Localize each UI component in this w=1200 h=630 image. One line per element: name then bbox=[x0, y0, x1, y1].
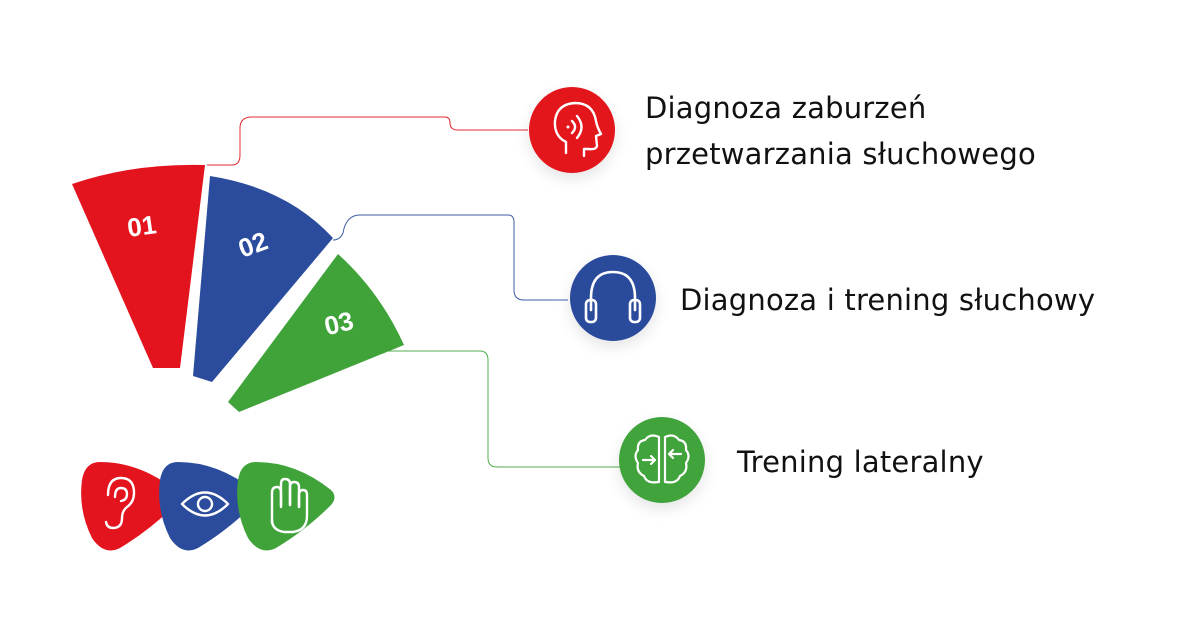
pick-green bbox=[237, 462, 335, 551]
pick-blue bbox=[159, 462, 257, 551]
segment-number-01: 01 bbox=[125, 209, 158, 243]
hand-icon bbox=[270, 477, 309, 534]
eye-icon bbox=[180, 491, 230, 517]
ear-icon bbox=[104, 476, 136, 530]
item-icon-circle-3 bbox=[619, 417, 705, 503]
item-icon-circle-2 bbox=[570, 255, 656, 341]
item-icon-circle-1 bbox=[529, 87, 615, 173]
fan-segment-03: 03 bbox=[228, 254, 404, 412]
brain-icon bbox=[634, 434, 690, 484]
item-label-1-line2: przetwarzania słuchowego bbox=[645, 137, 1036, 171]
segment-number-03: 03 bbox=[321, 305, 356, 341]
headphones-icon bbox=[584, 270, 642, 324]
connector-line-3 bbox=[385, 350, 620, 468]
connector-line-1 bbox=[207, 116, 528, 166]
item-label-2: Diagnoza i trening słuchowy bbox=[680, 277, 1095, 323]
item-label-1: Diagnoza zaburzeń przetwarzania słuchowe… bbox=[645, 85, 1036, 177]
head-hearing-icon bbox=[553, 101, 603, 158]
connector-line-2 bbox=[332, 214, 568, 301]
item-label-3: Trening lateralny bbox=[737, 439, 984, 485]
item-label-1-line1: Diagnoza zaburzeń bbox=[645, 91, 927, 125]
item-label-3-line1: Trening lateralny bbox=[737, 445, 984, 479]
item-label-2-line1: Diagnoza i trening słuchowy bbox=[680, 283, 1096, 317]
fan-segment-02: 02 bbox=[193, 176, 333, 382]
fan-segment-01: 01 bbox=[72, 164, 205, 368]
